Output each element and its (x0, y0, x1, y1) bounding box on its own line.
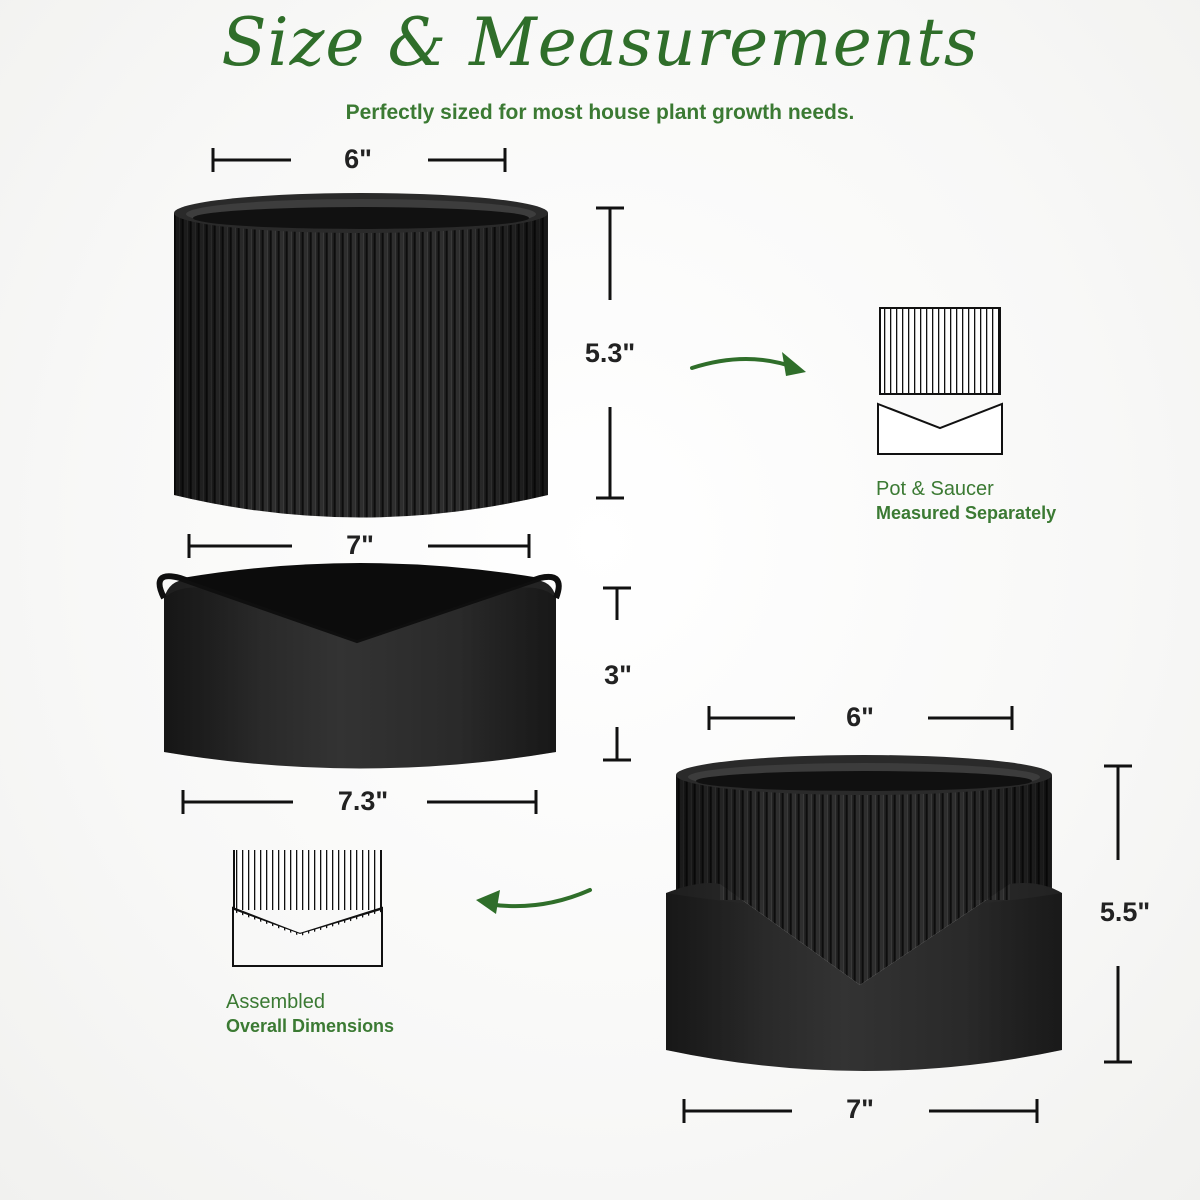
pot-height-label: 5.3" (584, 338, 636, 368)
pot-image (174, 193, 548, 518)
pot-width-label: 6" (344, 144, 372, 174)
saucer-bottom-width-dimension-line (181, 790, 538, 814)
assembled-bottom-width-dimension-line (682, 1099, 1039, 1123)
arrow-right-icon (690, 352, 806, 376)
assembled-caption: Assembled Overall Dimensions (226, 991, 394, 1037)
pot-width-dimension-line (211, 148, 507, 172)
assembled-top-width-dimension-line (707, 706, 1014, 730)
separate-caption-line2: Measured Separately (876, 503, 1057, 523)
pot-height-dimension-line (596, 206, 624, 500)
arrow-left-icon (476, 888, 592, 914)
separate-caption-line1: Pot & Saucer (876, 478, 994, 500)
separate-caption: Pot & Saucer Measured Separately (876, 478, 1056, 524)
assembled-bottom-width-label: 7" (846, 1094, 874, 1124)
saucer-top-width-label: 7" (346, 530, 374, 560)
saucer-top-width-dimension-line (187, 534, 531, 558)
saucer-height-label: 3" (604, 660, 632, 690)
assembled-image (666, 755, 1062, 1071)
assembled-caption-line2: Overall Dimensions (226, 1016, 395, 1036)
separate-diagram-icon (877, 307, 1003, 455)
assembled-caption-line1: Assembled (226, 991, 325, 1013)
page-title: Size & Measurements (221, 4, 979, 81)
assembled-height-label: 5.5" (1099, 897, 1151, 927)
assembled-top-width-label: 6" (846, 702, 874, 732)
assembled-height-dimension-line (1104, 764, 1132, 1064)
saucer-image (156, 563, 562, 769)
page-subtitle: Perfectly sized for most house plant gro… (345, 101, 855, 124)
assembled-diagram-icon (232, 850, 383, 967)
saucer-bottom-width-label: 7.3" (337, 786, 389, 816)
saucer-height-dimension-line (603, 586, 631, 762)
